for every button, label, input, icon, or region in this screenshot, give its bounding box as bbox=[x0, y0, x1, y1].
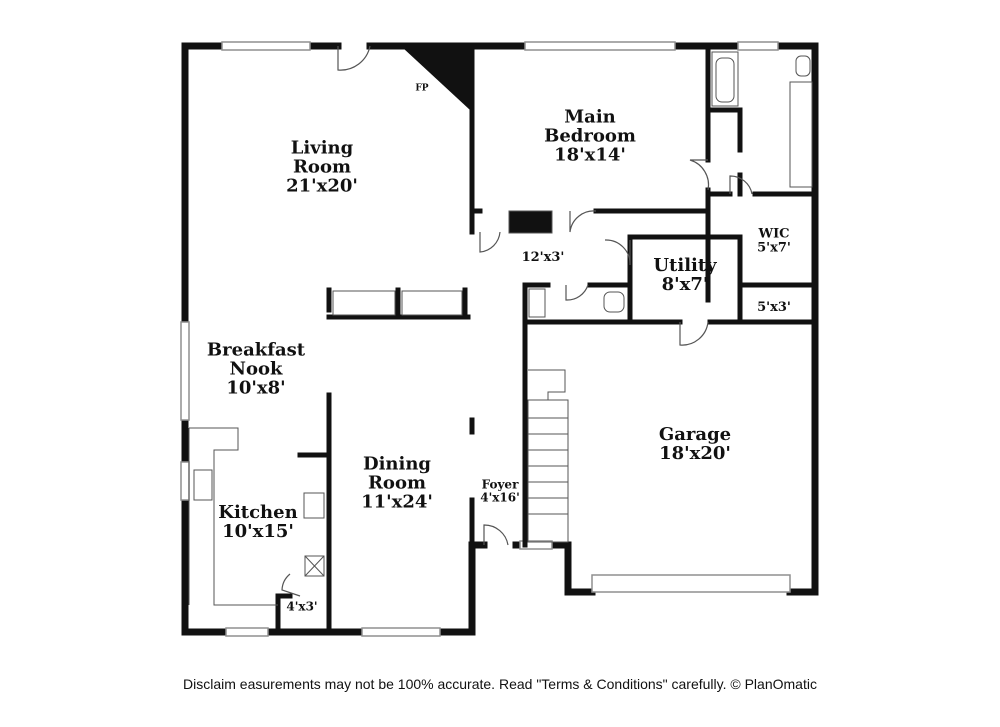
fireplace-text: FP bbox=[415, 83, 429, 94]
breakfast-nook-dims: 10'x8' bbox=[226, 377, 286, 399]
fixtures bbox=[188, 51, 813, 606]
foyer-dims: 4'x16' bbox=[480, 490, 520, 504]
disclaimer-text: Disclaim easurements may not be 100% acc… bbox=[183, 676, 817, 692]
main-bedroom-dims: 18'x14' bbox=[554, 144, 626, 166]
wic-name: WIC bbox=[758, 226, 790, 242]
dining-room-name-2: Room bbox=[367, 472, 427, 494]
breakfast-nook-label: Breakfast Nook 10'x8' bbox=[206, 339, 306, 399]
dining-room-dims: 11'x24' bbox=[361, 491, 433, 513]
kitchen-name: Kitchen bbox=[218, 502, 298, 524]
wic-label: WIC 5'x7' bbox=[757, 227, 791, 254]
garage-name: Garage bbox=[658, 424, 732, 446]
garage-label: Garage 18'x20' bbox=[658, 424, 732, 464]
interior-walls bbox=[275, 45, 818, 635]
living-room-label: Living Room 21'x20' bbox=[286, 137, 358, 197]
kitchen-label: Kitchen 10'x15' bbox=[218, 502, 298, 542]
pantry-label: 4'x3' bbox=[286, 601, 317, 614]
utility-name: Utility bbox=[653, 255, 717, 277]
hall-label: 12'x3' bbox=[522, 251, 565, 265]
wic-dims: 5'x7' bbox=[757, 240, 791, 255]
hall-dims: 12'x3' bbox=[521, 250, 565, 266]
pantry-dims: 4'x3' bbox=[286, 599, 318, 614]
main-bedroom-label: Main Bedroom 18'x14' bbox=[544, 106, 636, 166]
utility-label: Utility 8'x7' bbox=[653, 255, 717, 295]
dining-room-name-1: Dining bbox=[362, 453, 432, 475]
main-bedroom-name-1: Main bbox=[564, 106, 616, 128]
foyer-label: Foyer 4'x16' bbox=[480, 478, 520, 503]
fireplace-label: FP bbox=[415, 84, 428, 93]
main-bedroom-name-2: Bedroom bbox=[544, 125, 636, 147]
closet-dims: 5'x3' bbox=[757, 300, 791, 316]
closet-label: 5'x3' bbox=[757, 301, 791, 315]
garage-dims: 18'x20' bbox=[659, 443, 731, 464]
breakfast-nook-name-1: Breakfast bbox=[206, 339, 306, 361]
dining-room-label: Dining Room 11'x24' bbox=[361, 453, 433, 513]
living-room-name-2: Room bbox=[292, 156, 352, 178]
living-room-name-1: Living bbox=[290, 137, 354, 159]
breakfast-nook-name-2: Nook bbox=[229, 358, 283, 380]
foyer-name: Foyer bbox=[481, 477, 519, 492]
utility-dims: 8'x7' bbox=[661, 274, 709, 295]
door-swings bbox=[281, 45, 753, 597]
kitchen-dims: 10'x15' bbox=[222, 521, 294, 542]
fireplace-block bbox=[403, 48, 470, 110]
living-room-dims: 21'x20' bbox=[286, 175, 358, 197]
windows bbox=[180, 41, 791, 637]
